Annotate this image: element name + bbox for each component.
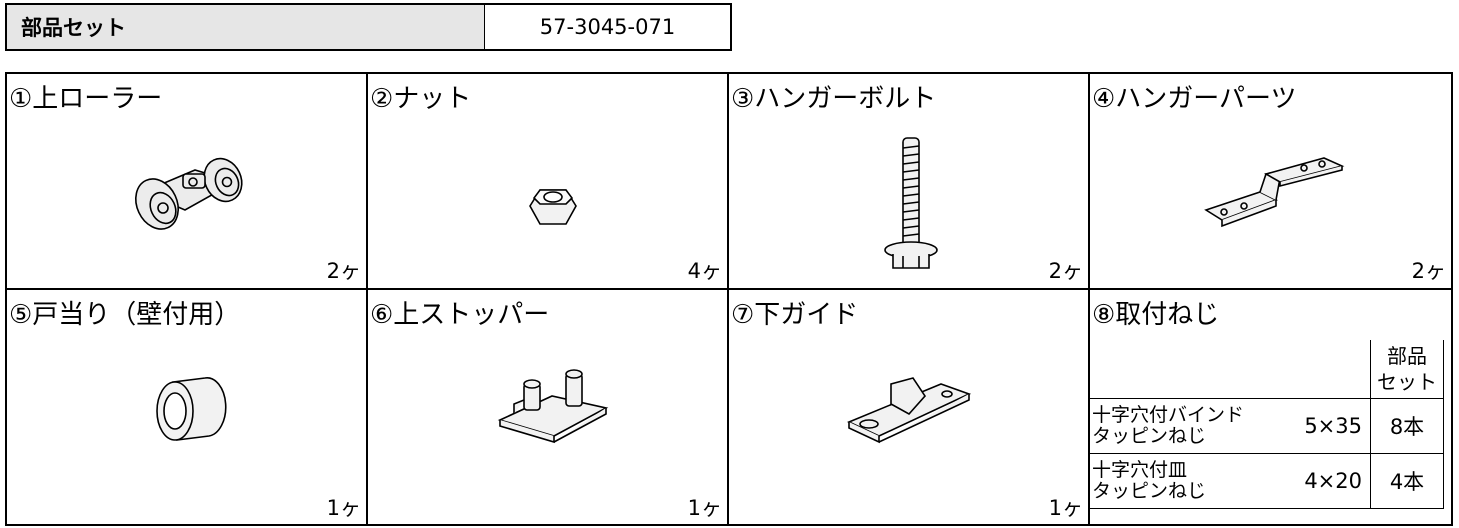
screw-name: 十字穴付バインド タッピンねじ <box>1090 398 1262 454</box>
screw-count: 4本 <box>1370 453 1444 509</box>
part-title: ②ナット <box>370 84 472 114</box>
part-title: ⑦下ガイド <box>731 300 859 330</box>
part-title: ⑥上ストッパー <box>370 300 550 330</box>
hanger-bolt-illustration <box>884 137 938 269</box>
upper-roller-illustration <box>135 157 243 230</box>
grid-divider <box>727 74 729 524</box>
screw-row: 十字穴付バインド タッピンねじ 5×35 8本 <box>1090 398 1444 454</box>
part-quantity: 4ヶ <box>687 259 722 283</box>
part-cell-upper-roller: ①上ローラー 2ヶ <box>7 74 367 289</box>
parts-set-header: 部品セット 57-3045-071 <box>5 3 732 51</box>
part-title: ⑧取付ねじ <box>1092 300 1220 330</box>
nut-illustration <box>529 189 577 225</box>
parts-grid: ①上ローラー 2ヶ ②ナット 4ヶ <box>5 72 1453 526</box>
screw-table: 部品 セット 十字穴付バインド タッピンねじ 5×35 8本 十字穴付皿 タッピ… <box>1090 340 1444 509</box>
part-cell-hanger-bolt: ③ハンガーボルト 2ヶ <box>729 74 1089 289</box>
door-stop-illustration <box>156 377 227 441</box>
screw-size: 5×35 <box>1262 398 1371 454</box>
part-cell-lower-guide: ⑦下ガイド 1ヶ <box>729 290 1089 526</box>
parts-set-code: 57-3045-071 <box>539 15 676 39</box>
screw-table-header: 部品 セット <box>1370 340 1444 399</box>
hanger-parts-illustration <box>1204 157 1345 228</box>
part-title: ③ハンガーボルト <box>731 84 937 114</box>
lower-guide-illustration <box>847 377 972 444</box>
part-quantity: 2ヶ <box>1411 259 1446 283</box>
part-cell-hanger-parts: ④ハンガーパーツ 2ヶ <box>1090 74 1452 289</box>
screw-count: 8本 <box>1370 398 1444 454</box>
part-quantity: 2ヶ <box>1048 259 1083 283</box>
part-quantity: 1ヶ <box>687 496 722 520</box>
screw-name: 十字穴付皿 タッピンねじ <box>1090 453 1262 509</box>
part-cell-upper-stopper: ⑥上ストッパー 1ヶ <box>368 290 728 526</box>
parts-set-label: 部品セット <box>7 5 485 49</box>
part-quantity: 1ヶ <box>326 496 361 520</box>
grid-divider <box>7 288 1451 290</box>
part-title: ④ハンガーパーツ <box>1092 84 1297 114</box>
upper-stopper-illustration <box>497 369 609 444</box>
screw-size: 4×20 <box>1262 453 1371 509</box>
part-quantity: 2ヶ <box>326 259 361 283</box>
part-cell-mounting-screws: ⑧取付ねじ 部品 セット 十字穴付バインド タッピンねじ 5×35 8本 十字穴 <box>1090 290 1452 526</box>
part-title: ⑤戸当り（壁付用） <box>9 300 241 330</box>
part-quantity: 1ヶ <box>1048 496 1083 520</box>
part-cell-door-stop: ⑤戸当り（壁付用） 1ヶ <box>7 290 367 526</box>
part-title: ①上ローラー <box>9 84 163 114</box>
part-cell-nut: ②ナット 4ヶ <box>368 74 728 289</box>
screw-row: 十字穴付皿 タッピンねじ 4×20 4本 <box>1090 453 1444 509</box>
grid-divider <box>1088 74 1090 524</box>
grid-divider <box>366 74 368 524</box>
